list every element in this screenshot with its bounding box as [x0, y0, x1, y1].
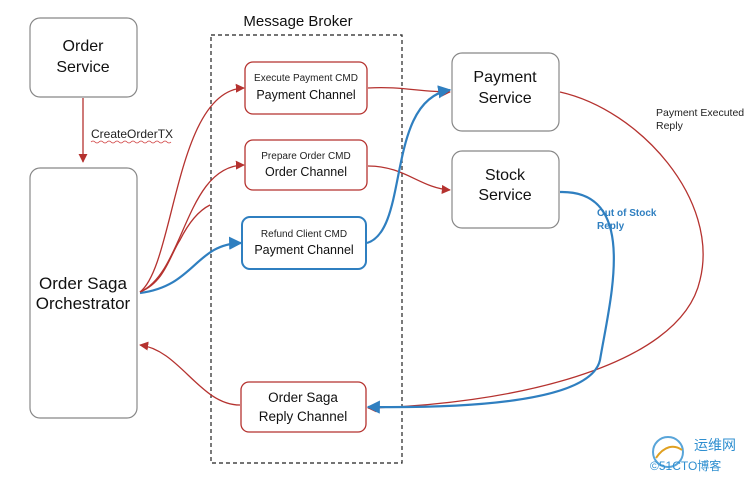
out-of-stock-label-line1: Out of Stock: [597, 208, 657, 219]
order-service-line1: Order: [63, 38, 105, 55]
arrow-reply-channel-to-orchestrator: [139, 341, 241, 406]
stock-service: Stock Service: [451, 150, 560, 229]
message-broker-border: [210, 34, 403, 464]
payment-service-line1: Payment: [473, 69, 537, 86]
arrow-orchestrator-to-refund-client: [139, 236, 243, 295]
create-order-underline: [90, 140, 172, 144]
reply-channel-line1: Order Saga: [268, 390, 338, 405]
orchestrator-line1: Order Saga: [39, 274, 127, 293]
order-service: Order Service: [29, 17, 138, 98]
payment-executed-label-line2: Reply: [656, 120, 684, 132]
prepare-order-channel-name: Order Channel: [265, 165, 347, 179]
refund-client-command: Refund Client CMD: [261, 229, 347, 240]
arrow-orchestrator-to-prepare-order: [139, 160, 245, 293]
arrow-orchestrator-extra-curve: [139, 204, 211, 293]
arrow-orchestrator-to-execute-payment: [139, 83, 245, 293]
arrow-prepare-order-to-stock-service: [367, 165, 451, 194]
arrow-execute-payment-to-payment-service: [367, 86, 451, 97]
execute-payment-channel-name: Payment Channel: [256, 88, 355, 102]
watermark-logo-icon: [652, 436, 684, 468]
create-order-label: CreateOrderTX: [91, 127, 173, 141]
watermark: 运维网 ©51CTO博客: [650, 436, 736, 473]
refund-client-channel: Refund Client CMD Payment Channel: [241, 216, 367, 270]
watermark-logo-swoosh-icon: [655, 445, 683, 459]
payment-service-line2: Service: [478, 90, 531, 107]
arrow-out-of-stock-reply: [366, 190, 615, 414]
arrow-payment-executed-reply: [367, 91, 704, 413]
stock-service-line2: Service: [478, 187, 531, 204]
payment-executed-label-line1: Payment Executed: [656, 107, 744, 119]
message-broker: Message Broker: [210, 13, 403, 464]
prepare-order-channel: Prepare Order CMD Order Channel: [244, 139, 368, 191]
execute-payment-channel: Execute Payment CMD Payment Channel: [244, 61, 368, 115]
watermark-line1: 运维网: [694, 437, 736, 453]
order-saga-reply-channel: Order Saga Reply Channel: [240, 381, 367, 433]
payment-service: Payment Service: [451, 52, 560, 132]
orchestrator-line2: Orchestrator: [36, 294, 131, 313]
out-of-stock-label-line2: Reply: [597, 221, 625, 232]
watermark-line2: ©51CTO博客: [650, 458, 721, 473]
message-broker-title: Message Broker: [243, 13, 352, 30]
arrow-refund-client-to-payment-service: [366, 85, 452, 245]
execute-payment-command: Execute Payment CMD: [254, 73, 358, 84]
order-service-line2: Service: [56, 59, 109, 76]
refund-client-channel-name: Payment Channel: [254, 243, 353, 257]
stock-service-line1: Stock: [485, 167, 526, 184]
reply-channel-line2: Reply Channel: [259, 409, 348, 424]
prepare-order-command: Prepare Order CMD: [261, 151, 350, 162]
order-saga-orchestrator: Order Saga Orchestrator: [29, 167, 138, 419]
